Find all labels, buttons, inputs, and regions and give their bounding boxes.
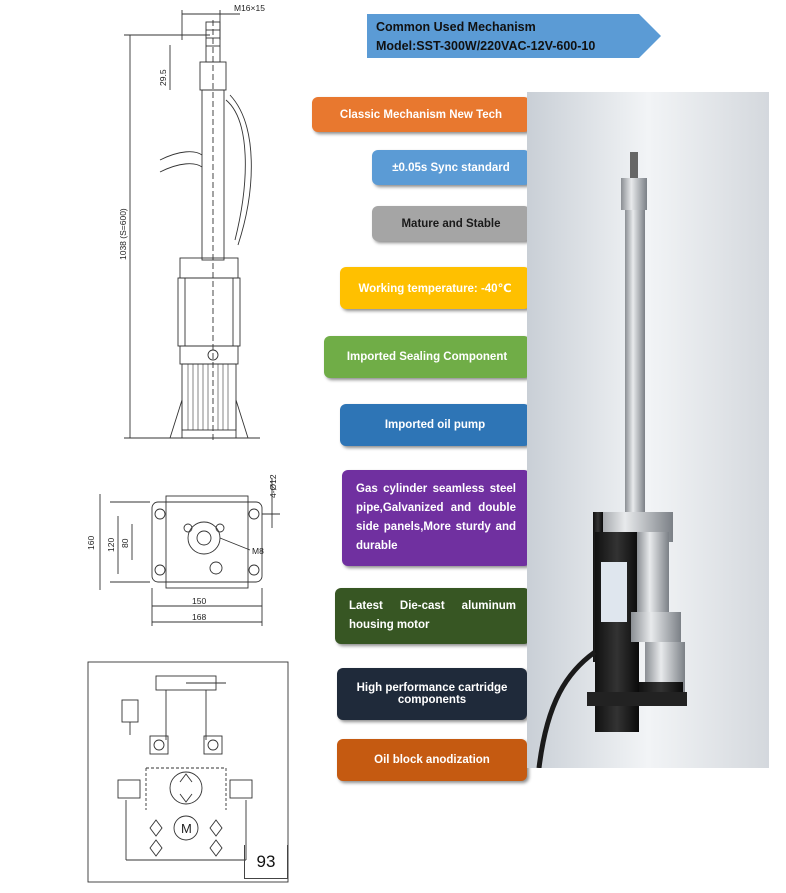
header-arrow-banner [367,14,661,58]
feature-pill-gas-cylinder: Gas cylinder seamless steel pipe,Galvani… [342,470,530,566]
dim-thread-label: M16×15 [234,3,265,13]
feature-pill-cartridge: High performance cartridge components [337,668,527,720]
side-view-drawing: M16×15 29.5 1038 (S=600) [118,3,265,440]
feature-label: Gas cylinder seamless steel pipe,Galvani… [356,483,516,552]
header-line-2: Model:SST-300W/220VAC-12V-600-10 [376,39,596,53]
feature-label: Latest Die-cast aluminum housing motor [349,600,516,631]
feature-pill-stable: Mature and Stable [372,206,530,241]
product-photo [527,92,769,768]
dim-top-label: 29.5 [158,69,168,86]
page-number-box: 93 [244,845,288,879]
dim-length-label: 1038 (S=600) [118,208,128,260]
dim-168-label: 168 [192,612,206,622]
feature-label: Mature and Stable [401,217,501,230]
feature-pill-sync: ±0.05s Sync standard [372,150,530,185]
feature-pill-oil-pump: Imported oil pump [340,404,530,446]
feature-label: Imported oil pump [384,419,486,431]
feature-label: Imported Sealing Component [346,351,508,363]
feature-label: Working temperature: -40℃ [358,283,512,295]
motor-symbol-label: M [181,821,192,836]
hydraulic-schematic: M [87,661,289,883]
dim-160-label: 160 [86,536,96,550]
dim-holes-label: 4-Ø12 [268,474,278,498]
feature-label: High performance cartridge components [356,682,508,706]
feature-pill-anodization: Oil block anodization [337,739,527,781]
feature-pill-sealing: Imported Sealing Component [324,336,530,378]
dim-80-label: 80 [120,538,130,548]
header-line-1: Common Used Mechanism [376,20,536,34]
feature-pill-classic: Classic Mechanism New Tech [312,97,530,132]
dim-120-label: 120 [106,538,116,552]
feature-pill-die-cast: Latest Die-cast aluminum housing motor [335,588,530,644]
feature-label: Oil block anodization [374,754,490,766]
dim-150-label: 150 [192,596,206,606]
feature-label: Classic Mechanism New Tech [339,108,503,121]
feature-label: ±0.05s Sync standard [392,161,510,174]
end-view-drawing: 4-Ø12 160 120 80 M8 150 168 [86,474,280,626]
header-title: Common Used Mechanism Model:SST-300W/220… [376,18,636,56]
page-number: 93 [256,851,276,871]
dim-m8-label: M8 [252,546,264,556]
feature-pill-temperature: Working temperature: -40℃ [340,267,530,309]
